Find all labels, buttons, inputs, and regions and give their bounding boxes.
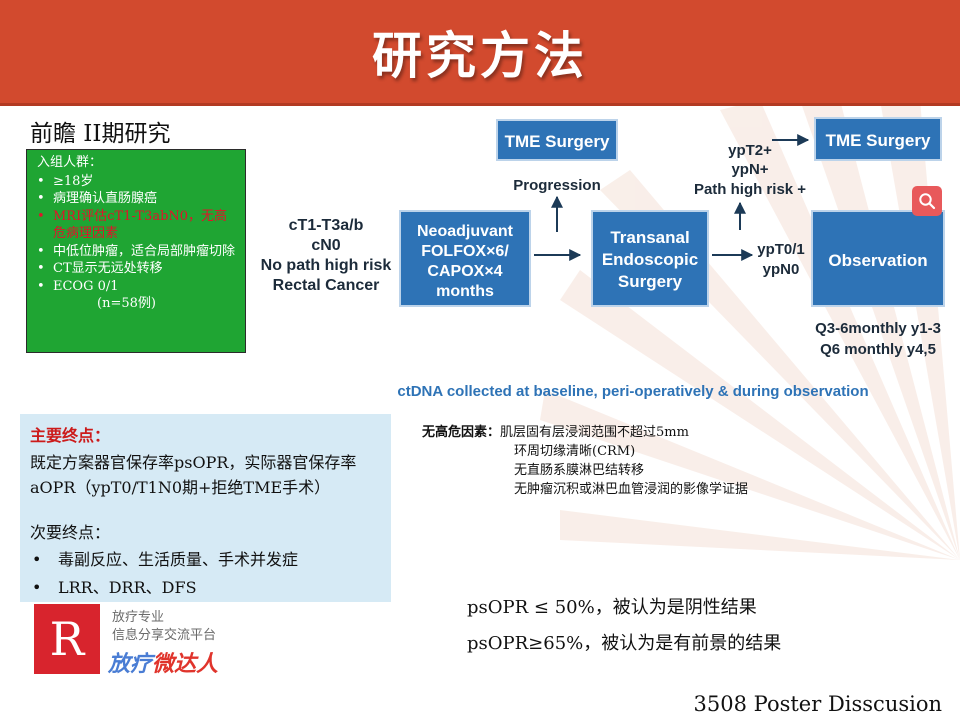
logo-wordmark-part2: 微达人 xyxy=(152,652,219,677)
transanal-surgery-box xyxy=(591,210,709,307)
surgery-line: Endoscopic xyxy=(602,250,698,269)
title-bar: 研究方法 xyxy=(0,0,960,106)
primary-endpoint-text: 既定方案器官保存率psOPR，实际器官保存率aOPR（ypT0/T1N0期+拒绝… xyxy=(30,453,357,497)
inclusion-item: 中低位肿瘤，适合局部肿瘤切除 xyxy=(37,243,237,261)
entry-line: Rectal Cancer xyxy=(273,277,380,294)
ctdna-note: ctDNA collected at baseline, peri-operat… xyxy=(397,383,868,400)
observation-label: Observation xyxy=(828,251,927,270)
search-icon xyxy=(919,193,936,210)
risk-factor-item: 环周切缘清晰(CRM) xyxy=(514,444,636,459)
good-response-line: ypN0 xyxy=(763,261,800,278)
entry-line: No path high risk xyxy=(261,257,392,274)
logo-wordmark-part1: 放疗 xyxy=(108,652,153,677)
inclusion-heading: 入组人群： xyxy=(37,155,103,170)
tme-surgery-label: TME Surgery xyxy=(826,131,931,150)
surgery-line: Surgery xyxy=(618,272,683,291)
entry-line: cN0 xyxy=(311,237,340,254)
primary-endpoint-title: 主要终点： xyxy=(30,426,111,445)
tme-surgery-box-progression xyxy=(496,119,618,161)
inclusion-item: ≥18岁 xyxy=(37,173,237,191)
inclusion-item-highlight: MRI评估cT1-T3abN0，无高危病理因素 xyxy=(37,208,237,243)
brand-logo: R 放疗专业 信息分享交流平台 放疗微达人 xyxy=(34,604,274,678)
secondary-endpoint-list: 毒副反应、生活质量、手术并发症 LRR、DRR、DFS xyxy=(30,546,381,602)
followup-line: Q3-6monthly y1-3 xyxy=(815,320,941,337)
risk-factor-item: 无肿瘤沉积或淋巴血管浸润的影像学证据 xyxy=(514,482,749,497)
promising-result-threshold: psOPR≥65%，被认为是有前景的结果 xyxy=(467,633,782,654)
inclusion-item: 病理确认直肠腺癌 xyxy=(37,190,237,208)
followup-line: Q6 monthly y4,5 xyxy=(820,341,936,358)
progression-label: Progression xyxy=(513,177,601,194)
observation-box xyxy=(811,210,945,307)
neoadjuvant-box xyxy=(399,210,531,307)
results-thresholds: psOPR ≤ 50%，被认为是阴性结果 psOPR≥65%，被认为是有前景的结… xyxy=(467,590,781,662)
risk-factor-item: 无直肠系膜淋巴结转移 xyxy=(514,463,645,478)
neoadjuvant-line: Neoadjuvant xyxy=(417,223,514,240)
neoadjuvant-line: CAPOX×4 xyxy=(427,263,502,280)
risk-factors-block: 无高危因素：肌层固有层浸润范围不超过5mm 环周切缘清晰(CRM) 无直肠系膜淋… xyxy=(422,423,748,499)
neoadjuvant-line: months xyxy=(436,283,494,300)
logo-tagline-1: 放疗专业 xyxy=(112,610,165,625)
neoadjuvant-line: FOLFOX×6/ xyxy=(421,243,509,260)
tme-surgery-label: TME Surgery xyxy=(505,132,610,151)
endpoints-box: 主要终点： 既定方案器官保存率psOPR，实际器官保存率aOPR（ypT0/T1… xyxy=(20,414,391,602)
inclusion-item: CT显示无远处转移 xyxy=(37,260,237,278)
study-type-title: 前瞻 II期研究 xyxy=(30,121,171,147)
inclusion-item: ECOG 0/1 xyxy=(37,278,237,296)
sample-size: (n=58例) xyxy=(97,296,156,311)
logo-tagline-2: 信息分享交流平台 xyxy=(112,628,217,643)
risk-factors-label: 无高危因素： xyxy=(422,425,501,440)
logo-wordmark: 放疗微达人 xyxy=(108,646,218,678)
good-response-line: ypT0/1 xyxy=(757,241,805,258)
inclusion-criteria-box: 入组人群： ≥18岁 病理确认直肠腺癌 MRI评估cT1-T3abN0，无高危病… xyxy=(26,149,246,353)
entry-line: cT1-T3a/b xyxy=(289,217,364,234)
secondary-endpoint-item: 毒副反应、生活质量、手术并发症 xyxy=(30,546,381,574)
secondary-endpoint-title: 次要终点： xyxy=(30,523,111,542)
surgery-line: Transanal xyxy=(610,228,689,247)
logo-letter: R xyxy=(34,604,100,674)
tme-surgery-box-high-risk xyxy=(814,117,942,161)
secondary-endpoint-item: LRR、DRR、DFS xyxy=(30,574,381,602)
search-button[interactable] xyxy=(912,186,942,216)
page-title: 研究方法 xyxy=(372,26,588,85)
high-risk-line: ypT2+ xyxy=(728,142,772,159)
risk-factor-item: 肌层固有层浸润范围不超过5mm xyxy=(500,425,689,440)
negative-result-threshold: psOPR ≤ 50%，被认为是阴性结果 xyxy=(467,597,757,618)
high-risk-line: ypN+ xyxy=(731,161,768,178)
poster-label: 3508 Poster Disscusion xyxy=(693,692,942,716)
high-risk-line: Path high risk + xyxy=(694,181,806,198)
inclusion-list: ≥18岁 病理确认直肠腺癌 MRI评估cT1-T3abN0，无高危病理因素 中低… xyxy=(37,173,237,296)
